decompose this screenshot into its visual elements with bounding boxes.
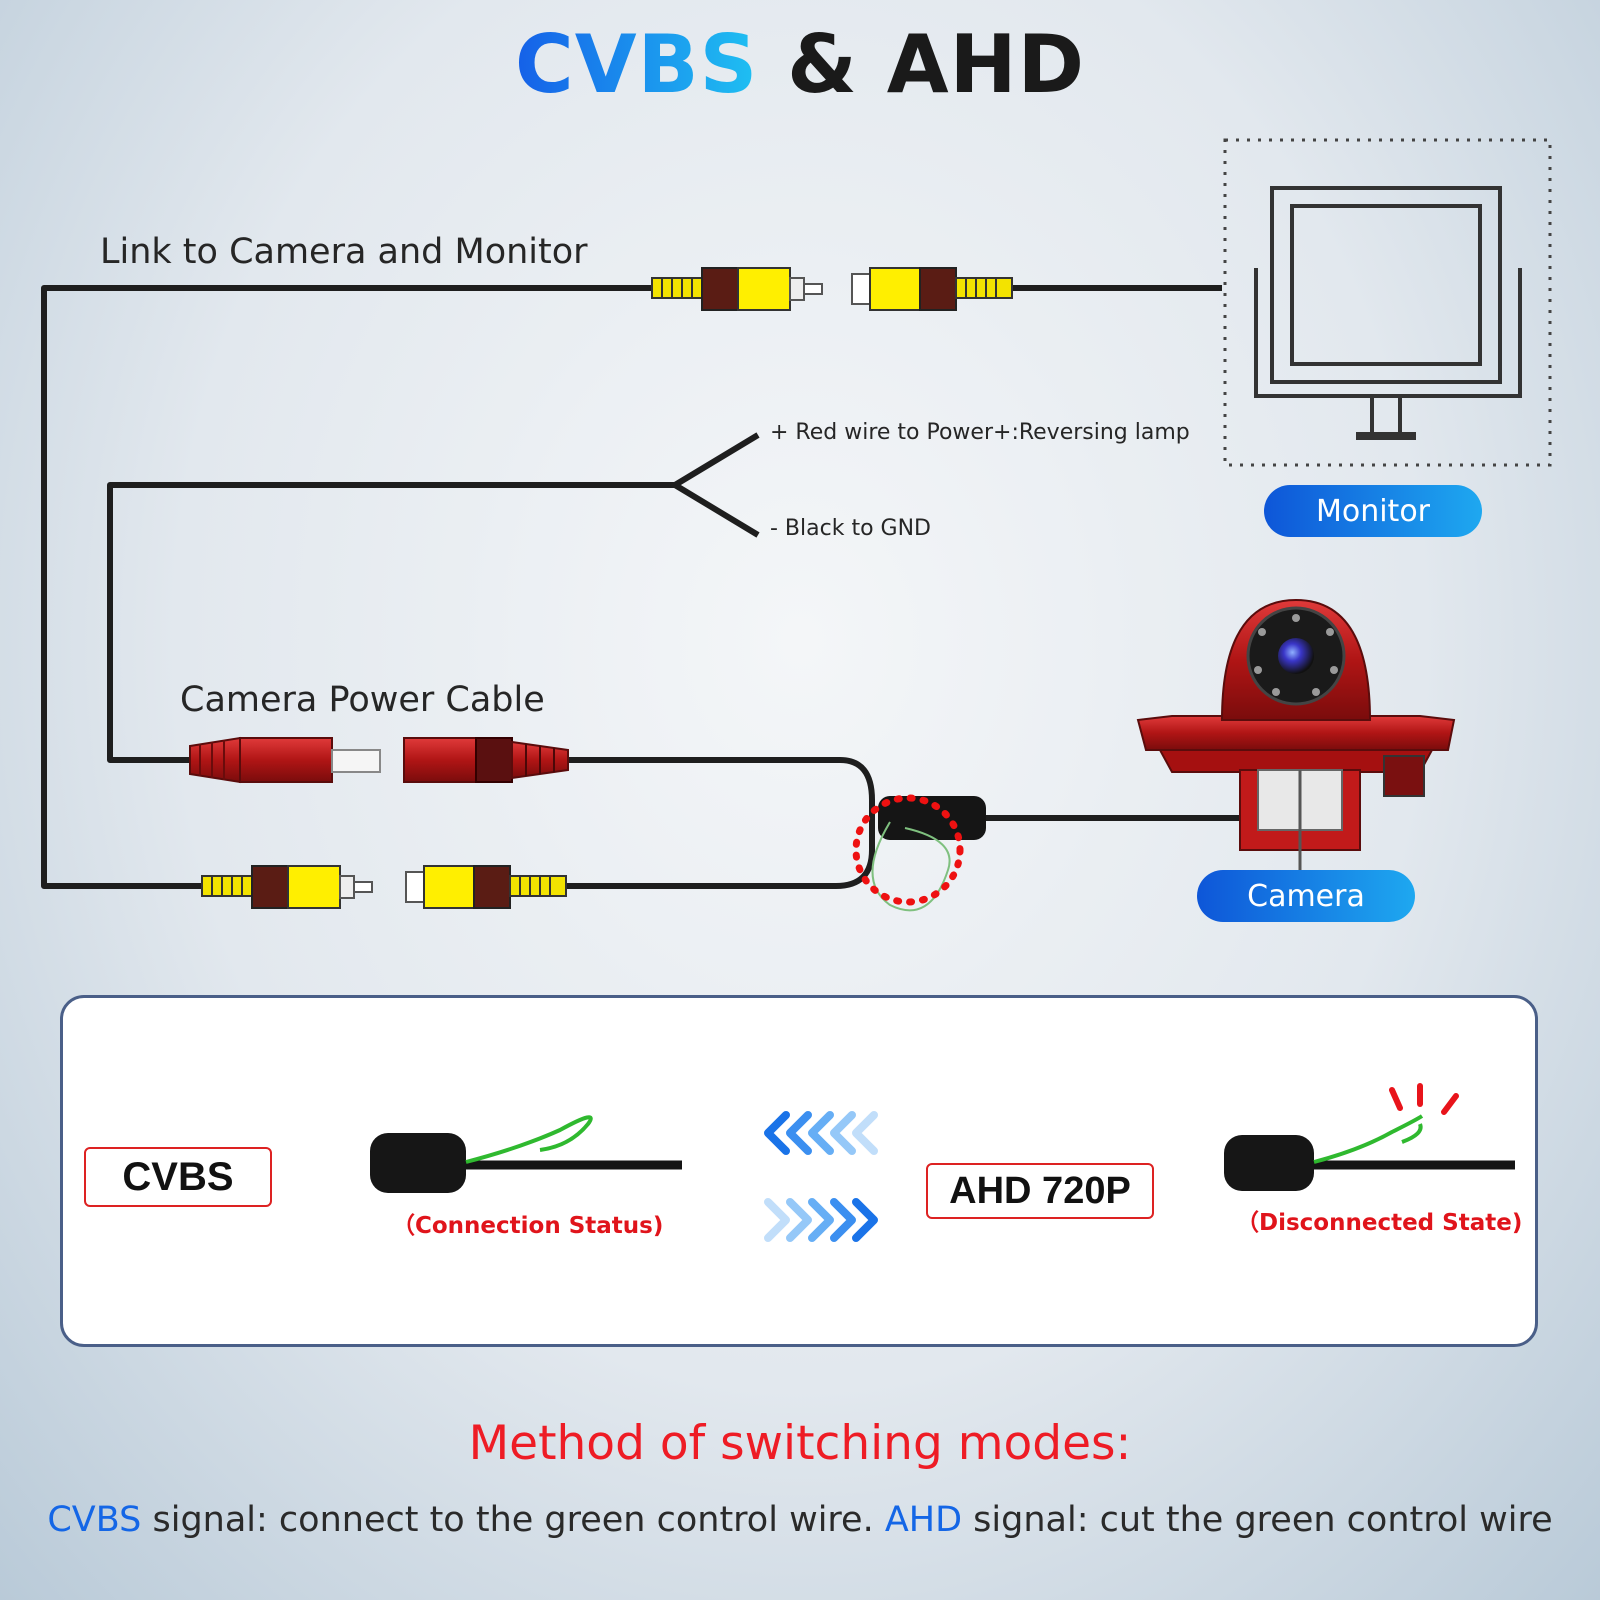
title-cvbs: CVBS: [515, 18, 759, 111]
power-plug-male: [189, 736, 381, 784]
camera-icon: [1136, 598, 1456, 874]
title-ahd: & AHD: [758, 18, 1085, 111]
highlight-circle: [852, 794, 964, 906]
red-wire-label: + Red wire to Power+:Reversing lamp: [770, 420, 1190, 445]
ahd-instruction: signal: cut the green control wire: [962, 1500, 1553, 1540]
ahd-keyword: AHD: [884, 1500, 963, 1540]
camera-harness-wire: [566, 757, 875, 889]
rca-female-top: [851, 267, 1013, 311]
link-wire: [41, 285, 652, 889]
method-heading: Method of switching modes:: [468, 1416, 1132, 1471]
page-title: CVBS & AHD: [0, 18, 1600, 111]
mode-panel: [60, 995, 1538, 1347]
cvbs-tag: CVBS: [84, 1147, 272, 1207]
method-description: CVBS signal: connect to the green contro…: [0, 1500, 1600, 1540]
connection-status-note: （Connection Status): [392, 1213, 664, 1239]
power-plug-female: [403, 737, 569, 783]
link-label: Link to Camera and Monitor: [100, 232, 588, 272]
monitor-badge: Monitor: [1264, 485, 1482, 537]
rca-male-top: [651, 267, 823, 311]
cvbs-keyword: CVBS: [47, 1500, 142, 1540]
black-wire-label: - Black to GND: [770, 516, 931, 541]
power-fork: [673, 432, 760, 538]
rca-male-bottom: [201, 865, 373, 909]
disconnected-state-note: （Disconnected State): [1236, 1210, 1523, 1236]
monitor-icon: [1223, 138, 1552, 467]
rca-female-bottom: [405, 865, 567, 909]
control-box: [852, 794, 986, 912]
camera-badge: Camera: [1197, 870, 1415, 922]
power-cable-label: Camera Power Cable: [180, 680, 545, 720]
ahd-tag: AHD 720P: [926, 1163, 1154, 1219]
power-wire: [107, 482, 675, 763]
wiring-diagram: [41, 138, 1552, 912]
cvbs-instruction: signal: connect to the green control wir…: [141, 1500, 885, 1540]
